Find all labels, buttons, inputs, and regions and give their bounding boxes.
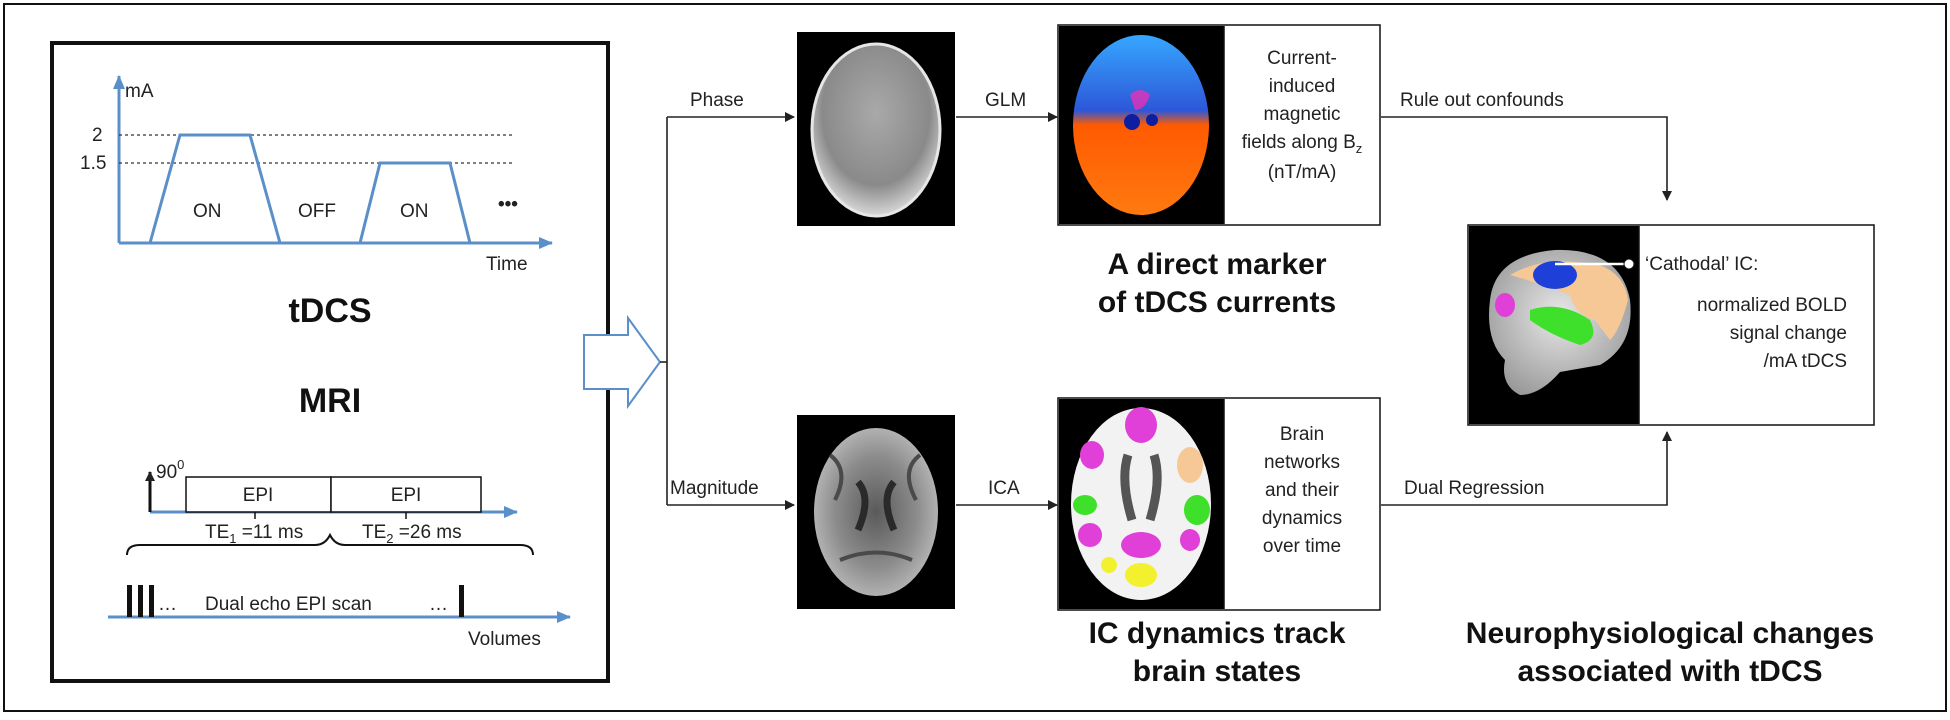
te2-label: TE2 =26 ms xyxy=(362,522,462,546)
on-label-1: ON xyxy=(193,201,222,222)
ic-desc-line-4: dynamics xyxy=(1262,508,1342,529)
protocol-panel xyxy=(50,41,610,683)
continuation-dots: ••• xyxy=(498,194,518,215)
dual-regression-label: Dual Regression xyxy=(1404,478,1544,499)
rule-out-arrow xyxy=(1381,116,1672,201)
repetition-brace xyxy=(126,532,534,556)
mri-sequence: 900 EPI EPI TE1 =11 ms TE2 =26 ms xyxy=(126,457,534,556)
branch-lines xyxy=(660,112,795,510)
time-axis-label: Time xyxy=(486,254,528,275)
rule-out-label: Rule out confounds xyxy=(1400,90,1564,111)
epi-block-1 xyxy=(185,476,332,513)
ica-label: ICA xyxy=(988,478,1020,499)
result-desc-line-4: /mA tDCS xyxy=(1764,351,1847,372)
phase-caption-1: A direct marker xyxy=(1108,248,1327,281)
phase-image xyxy=(797,32,955,226)
tdcs-title: tDCS xyxy=(288,292,371,330)
ic-desc-line-5: over time xyxy=(1263,536,1341,557)
scan-label: Dual echo EPI scan xyxy=(205,594,372,615)
ic-desc-line-2: networks xyxy=(1264,452,1340,473)
tdcs-unit-label: mA xyxy=(125,81,154,102)
flow-hollow-arrow xyxy=(583,314,662,410)
glm-label: GLM xyxy=(985,90,1026,111)
ic-caption-1: IC dynamics track xyxy=(1089,617,1346,650)
tdcs-waveform: mA 2 1.5 ON OFF ON ••• Time xyxy=(80,75,553,275)
field-desc-line-2: induced xyxy=(1269,76,1336,97)
mri-title: MRI xyxy=(299,382,361,420)
off-label: OFF xyxy=(298,201,336,222)
ic-desc-line-1: Brain xyxy=(1280,424,1324,445)
field-map-description: Current- induced magnetic fields along B… xyxy=(1242,48,1363,183)
pulse-on-1 xyxy=(148,133,282,244)
field-desc-line-3: magnetic xyxy=(1263,104,1340,125)
volume-bar-last xyxy=(459,585,464,617)
result-desc-line-1: ‘Cathodal’ IC: xyxy=(1645,254,1758,275)
magnitude-label: Magnitude xyxy=(670,478,759,499)
volume-bar-1 xyxy=(127,585,132,617)
result-panel xyxy=(1467,224,1875,426)
pulse-on-2 xyxy=(358,161,472,244)
phase-label: Phase xyxy=(690,90,744,111)
outer-frame xyxy=(3,3,1947,712)
dual-regression-arrow xyxy=(1381,431,1672,506)
epi-label-2: EPI xyxy=(391,485,422,506)
volumes-axis-label: Volumes xyxy=(468,629,541,650)
ic-map-panel xyxy=(1057,397,1381,611)
volume-bar-2 xyxy=(138,585,143,617)
ic-caption-2: brain states xyxy=(1133,655,1301,688)
epi-block-2 xyxy=(330,476,482,513)
field-desc-line-4: fields along Bz xyxy=(1242,132,1363,156)
field-desc-line-1: Current- xyxy=(1267,48,1337,69)
magnitude-image xyxy=(797,415,955,609)
flip-angle-label: 900 xyxy=(156,457,184,483)
volume-dots-left: … xyxy=(158,594,177,615)
volume-dots-right: … xyxy=(429,594,448,615)
tick-label-15: 1.5 xyxy=(80,153,106,174)
phase-caption-2: of tDCS currents xyxy=(1098,286,1336,319)
ic-desc-line-3: and their xyxy=(1265,480,1340,501)
volume-bar-3 xyxy=(149,585,154,617)
result-caption-2: associated with tDCS xyxy=(1517,655,1822,688)
volume-timeline: … Dual echo EPI scan … Volumes xyxy=(108,585,571,650)
result-desc-line-3: signal change xyxy=(1730,323,1847,344)
epi-label-1: EPI xyxy=(243,485,274,506)
result-desc-line-2: normalized BOLD xyxy=(1697,295,1847,316)
field-desc-line-5: (nT/mA) xyxy=(1268,162,1337,183)
field-map-panel xyxy=(1057,24,1381,226)
tick-label-2: 2 xyxy=(92,125,103,146)
result-caption-1: Neurophysiological changes xyxy=(1466,617,1874,650)
on-label-2: ON xyxy=(400,201,429,222)
ic-description: Brain networks and their dynamics over t… xyxy=(1262,424,1342,557)
te1-label: TE1 =11 ms xyxy=(205,522,303,546)
